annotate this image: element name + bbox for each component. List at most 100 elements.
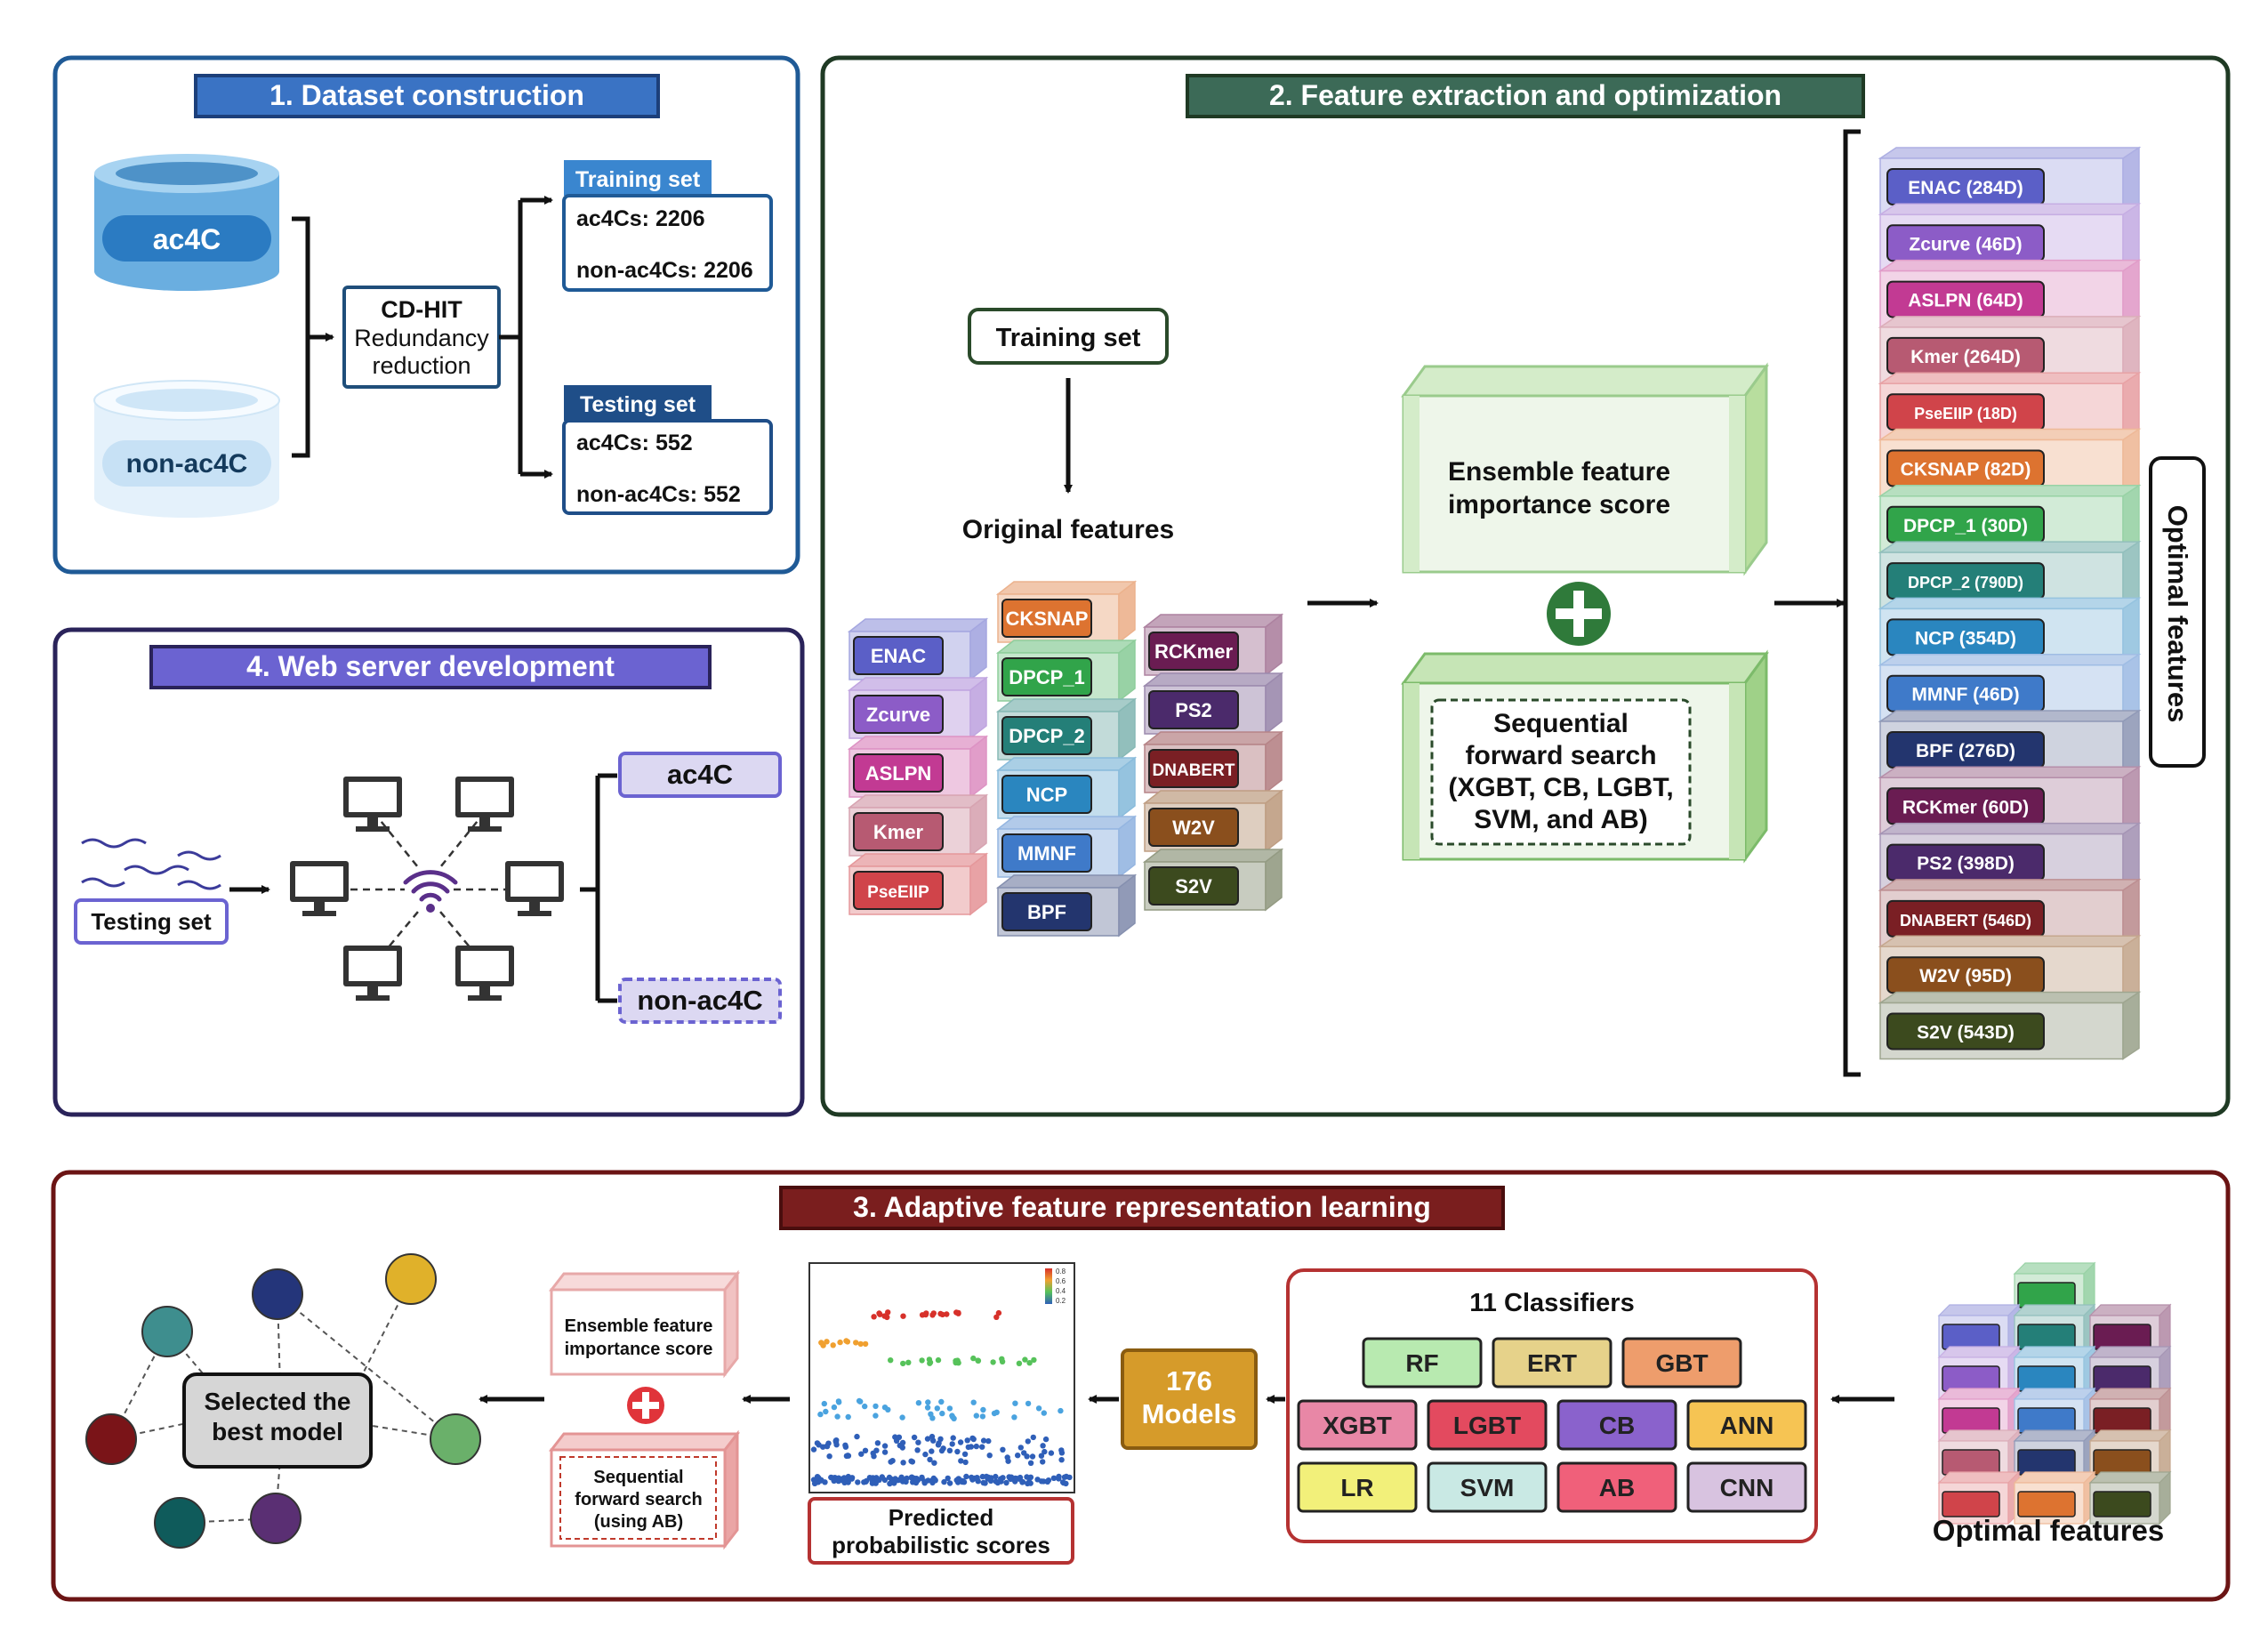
classifier-label: LGBT — [1453, 1412, 1521, 1439]
score-dot — [874, 1477, 881, 1484]
score-dot — [957, 1439, 964, 1445]
score-dot — [862, 1403, 868, 1410]
score-dot — [836, 1399, 842, 1405]
feature-block-bpf: BPF — [995, 873, 1138, 938]
score-dot — [932, 1477, 938, 1484]
score-dot — [975, 1357, 982, 1364]
score-dot — [874, 1440, 881, 1446]
feature-block-zcurve: Zcurve — [847, 676, 989, 740]
computer-icon-left — [290, 861, 349, 916]
score-dot — [931, 1460, 937, 1466]
feature-label: NCP — [1026, 784, 1067, 806]
score-dot — [915, 1439, 921, 1445]
score-dot — [1042, 1448, 1048, 1455]
feature-block-dpcp_1: DPCP_1 — [995, 639, 1138, 703]
ac4c-database-icon — [94, 154, 279, 291]
score-dot — [1030, 1434, 1037, 1441]
optimal-label: PseEIIP (18D) — [1914, 405, 2017, 423]
selected-model-box — [182, 1372, 373, 1469]
score-dot — [840, 1475, 848, 1481]
feature-block-mmnf: MMNF — [995, 815, 1138, 879]
classifier-box-ab — [1556, 1461, 1677, 1513]
computer-icon-bottom-right — [455, 946, 514, 1001]
legend-tick-2: 0.6 — [1056, 1277, 1066, 1285]
feature-block-kmer: Kmer — [847, 793, 989, 857]
output-ac4c-box — [618, 752, 782, 798]
score-dot — [963, 1473, 969, 1480]
score-dot — [869, 1480, 876, 1486]
score-dot — [973, 1413, 980, 1419]
optimal-label: BPF (276D) — [1916, 741, 2015, 761]
feature-label: BPF — [1027, 901, 1066, 923]
feature-label: W2V — [1172, 817, 1215, 839]
sfs-line3: (XGBT, CB, LGBT, — [1448, 773, 1673, 802]
feature-block-rckmer: RCKmer — [1142, 613, 1284, 677]
feature-block-ps2: PS2 — [1142, 672, 1284, 736]
classifier-label: GBT — [1655, 1349, 1708, 1377]
score-dot — [938, 1398, 945, 1405]
testing-tag: Testing set — [580, 392, 696, 417]
plus-icon — [1547, 582, 1611, 646]
score-dot — [881, 1449, 889, 1455]
score-dot — [1063, 1480, 1069, 1487]
score-dot — [897, 1442, 903, 1449]
score-dot — [871, 1314, 877, 1320]
score-dot — [913, 1479, 920, 1486]
feature-label: ASLPN — [865, 762, 932, 785]
ensemble-score-block — [1401, 362, 1769, 576]
score-dot — [1038, 1478, 1045, 1485]
score-dot — [1044, 1478, 1051, 1485]
feature-block-w2v: W2V — [1142, 789, 1284, 853]
score-dot — [983, 1473, 990, 1480]
score-dot — [914, 1447, 921, 1453]
optimal-cube — [2088, 1470, 2172, 1525]
score-plot-frame — [808, 1262, 1075, 1493]
score-dot — [1008, 1476, 1014, 1483]
score-dot — [1042, 1436, 1050, 1443]
network-node — [430, 1413, 481, 1465]
selected-line2: best model — [212, 1418, 343, 1445]
scores-line2: probabilistic scores — [832, 1532, 1050, 1558]
feature-block-dnabert: DNABERT — [1142, 730, 1284, 794]
score-dot — [857, 1340, 864, 1348]
p3-plus-icon — [627, 1387, 664, 1424]
classifier-label: CNN — [1720, 1474, 1774, 1501]
score-dot — [935, 1442, 942, 1448]
output-non-ac4c: non-ac4C — [637, 985, 762, 1016]
computer-icon-bottom-left — [343, 946, 402, 1001]
optimal-features-tag — [2149, 456, 2206, 768]
score-dot — [986, 1453, 993, 1459]
score-dot — [862, 1447, 869, 1454]
non-ac4c-db-label: non-ac4C — [126, 449, 248, 479]
feature-label: ENAC — [871, 645, 926, 667]
score-dot — [961, 1451, 969, 1458]
score-dot — [921, 1480, 928, 1486]
output-non-ac4c-box — [618, 978, 782, 1024]
original-feature-blocks: ENACZcurveASLPNKmerPseEIIPCKSNAPDPCP_1DP… — [847, 580, 1284, 938]
classifier-box-cb — [1556, 1399, 1677, 1451]
classifier-box-ann — [1686, 1399, 1807, 1451]
score-dot — [833, 1437, 840, 1444]
score-dot — [858, 1451, 865, 1457]
score-dot — [1038, 1453, 1045, 1459]
score-dot — [1019, 1479, 1025, 1485]
panel1-header: 1. Dataset construction — [269, 79, 584, 111]
feature-label: PS2 — [1175, 699, 1212, 721]
classifier-label: ANN — [1720, 1412, 1774, 1439]
score-dot — [925, 1399, 931, 1405]
score-dot — [1029, 1453, 1036, 1460]
ac4c-db-label: ac4C — [153, 223, 221, 255]
score-dot — [1017, 1445, 1025, 1451]
score-dot — [818, 1340, 824, 1346]
training-tag-bg — [564, 160, 712, 196]
score-dot — [924, 1436, 931, 1442]
panel-web-server: 4. Web server development Testing set — [52, 627, 805, 1117]
classifier-label: ERT — [1527, 1349, 1577, 1377]
score-dot — [962, 1459, 969, 1466]
panel2-training-set: Training set — [996, 324, 1141, 352]
classifier-label: XGBT — [1323, 1412, 1392, 1439]
testing-set-box — [562, 419, 773, 515]
panel2-training-set-box — [968, 308, 1169, 365]
score-dot — [919, 1357, 925, 1364]
